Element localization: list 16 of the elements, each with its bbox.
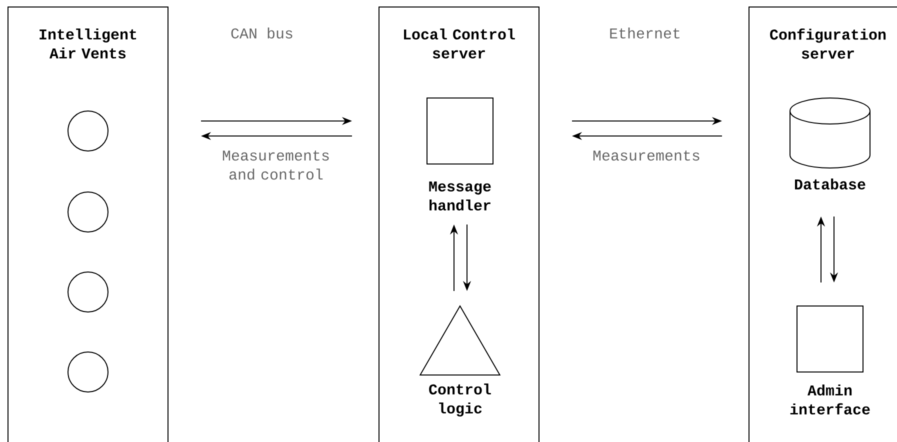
edge-label: Measurements xyxy=(593,150,700,161)
node-label: Admin interface xyxy=(790,384,870,415)
circle xyxy=(68,352,108,392)
node-label: Database xyxy=(794,178,866,190)
panel: Intelligent Air Vents xyxy=(8,6,168,442)
connection-label: Ethernet xyxy=(610,28,680,38)
circle xyxy=(68,272,108,312)
node-label: Message handler xyxy=(429,182,491,211)
connection-label: CAN bus xyxy=(231,28,292,38)
box: Admin interface xyxy=(790,306,870,415)
cylinder: Database xyxy=(790,98,870,190)
node-label: Control logic xyxy=(429,384,491,417)
circle xyxy=(68,110,108,152)
box: Message handler xyxy=(426,98,494,211)
edge-label: Measurements and control xyxy=(222,150,329,180)
circle xyxy=(68,192,108,232)
